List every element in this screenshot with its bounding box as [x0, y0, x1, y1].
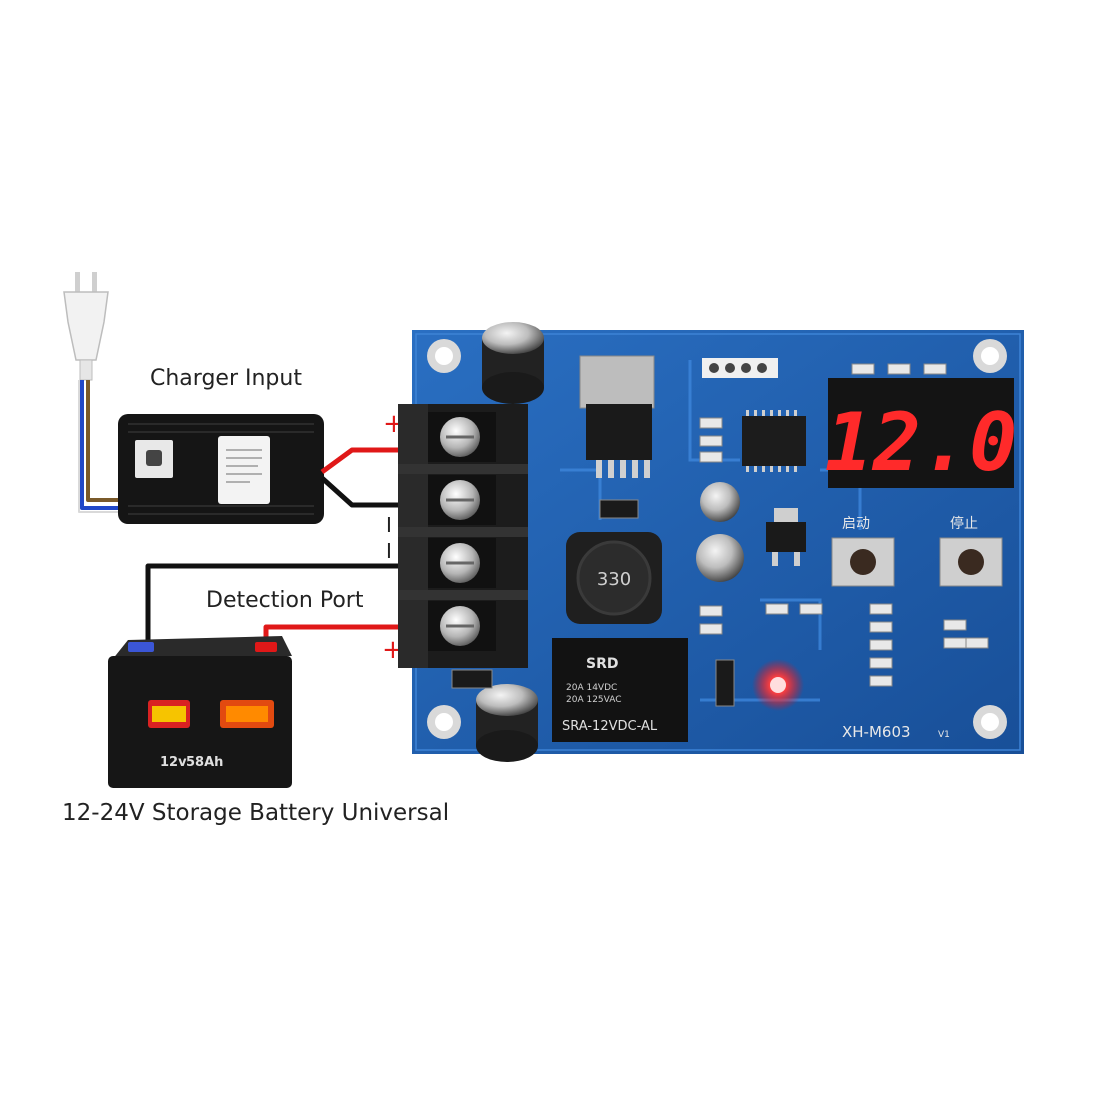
relay-model: SRA-12VDC-AL: [562, 719, 658, 734]
terminal-minus-1: I: [386, 513, 392, 537]
header-pins: [702, 358, 778, 378]
smd-components: [451, 363, 989, 689]
regulator-ic: [579, 355, 655, 478]
ac-plug: [63, 272, 109, 381]
stop-button[interactable]: [939, 537, 1003, 587]
charger-adapter: [118, 414, 324, 524]
board-version: V1: [938, 730, 950, 740]
stop-button-label: 停止: [950, 515, 978, 532]
ac-cable: [78, 380, 120, 513]
status-led: [752, 659, 804, 711]
relay-line-1: 20A 14VDC: [566, 683, 617, 693]
inductor-330: 330: [566, 532, 662, 624]
start-button-label: 启动: [842, 516, 870, 532]
battery-voltage: 12v: [160, 755, 187, 770]
display-reading: 12.0: [825, 396, 1018, 489]
relay-line-2: 20A 125VAC: [566, 695, 622, 705]
microcontroller-chip: [742, 410, 806, 472]
board-model: XH-M603: [842, 723, 911, 741]
terminal-block: [398, 404, 528, 668]
capacitor-bottom: [476, 684, 538, 762]
capacitor-top: [482, 322, 544, 404]
start-button[interactable]: [831, 537, 895, 587]
battery-caption: 12-24V Storage Battery Universal: [62, 800, 450, 826]
terminal-minus-2: I: [386, 539, 392, 563]
inductor-label: 330: [597, 569, 631, 590]
xh-m603-board: 330 SRD 20A 14VDC 20A 125VAC SRA-12VDC-A…: [398, 322, 1024, 762]
capacitor-small-1: [700, 482, 740, 522]
transistor: [766, 508, 806, 566]
diode: [715, 659, 735, 707]
seven-segment-display: 12.0: [825, 378, 1018, 489]
relay-brand: SRD: [586, 656, 618, 672]
capacitor-small-2: [696, 534, 744, 582]
relay: SRD 20A 14VDC 20A 125VAC SRA-12VDC-AL: [552, 638, 688, 742]
charger-input-label: Charger Input: [150, 366, 302, 391]
mounting-holes: [427, 339, 1007, 739]
storage-battery: 12v 58Ah: [108, 636, 292, 788]
battery-capacity: 58Ah: [186, 755, 223, 770]
detection-port-label: Detection Port: [206, 588, 364, 613]
